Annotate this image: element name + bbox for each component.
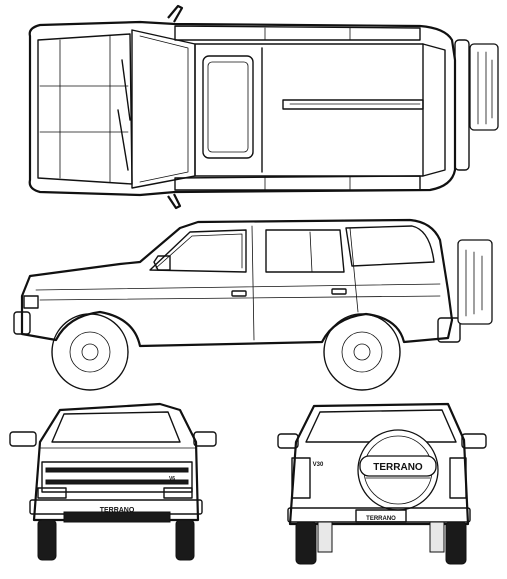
spare-tire-badge: TERRANO [373,462,423,473]
front-model-badge: TERRANO [100,507,135,514]
front-view: TERRANO V6 [9,402,217,561]
front-grille-badge: V6 [169,476,175,482]
rear-view: TERRANO TERRANO V30 [277,402,487,565]
rear-trim-badge: V30 [313,462,324,468]
rear-model-badge: TERRANO [366,516,396,522]
top-view [28,4,499,210]
side-view [13,218,493,391]
